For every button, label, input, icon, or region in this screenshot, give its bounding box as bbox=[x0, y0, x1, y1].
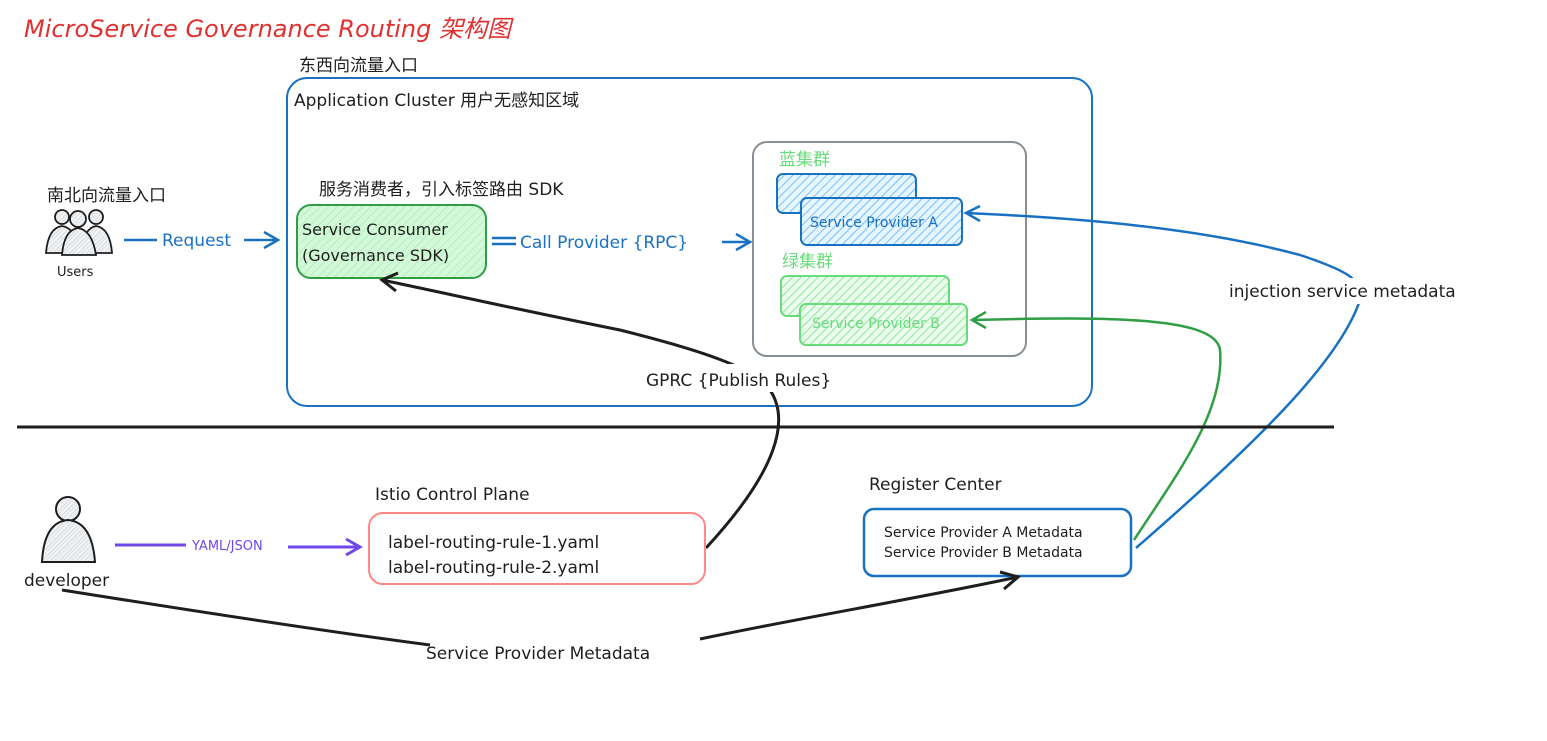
users-icon bbox=[45, 209, 113, 256]
publish-rules-arrow bbox=[381, 278, 781, 550]
provider-metadata-arrow bbox=[61, 575, 1019, 647]
application-cluster-box bbox=[286, 77, 1093, 407]
register-center-box bbox=[862, 507, 1133, 578]
yaml-json-arrow bbox=[115, 537, 364, 557]
injection-label-bg bbox=[1226, 278, 1494, 304]
developer-label: developer bbox=[24, 571, 109, 591]
istio-title: Istio Control Plane bbox=[375, 485, 530, 505]
diagram-title: MicroService Governance Routing 架构图 bbox=[24, 15, 514, 43]
injection-metadata-label: injection service metadata bbox=[1229, 282, 1456, 302]
injection-arrowhead-a bbox=[963, 204, 981, 223]
publish-rules-arrowhead bbox=[379, 271, 399, 293]
publish-rules-label: GPRC {Publish Rules} bbox=[646, 371, 831, 391]
service-consumer-box bbox=[296, 204, 487, 279]
developer-icon bbox=[40, 496, 97, 563]
injection-arrowhead-b bbox=[969, 310, 987, 330]
service-provider-a-box bbox=[800, 197, 963, 246]
consumer-caption: 服务消费者，引入标签路由 SDK bbox=[319, 180, 564, 200]
service-provider-a-label: Service Provider A bbox=[810, 215, 938, 231]
users-label: Users bbox=[57, 265, 94, 280]
provider-metadata-arrowhead bbox=[999, 570, 1022, 591]
call-provider-label: Call Provider {RPC} bbox=[520, 233, 688, 253]
metadata-b-entry: Service Provider B Metadata bbox=[884, 545, 1083, 561]
provider-metadata-label: Service Provider Metadata bbox=[426, 644, 650, 664]
east-west-entry-label: 东西向流量入口 bbox=[299, 56, 418, 76]
request-label: Request bbox=[162, 231, 231, 251]
service-consumer-sdk-label: (Governance SDK) bbox=[302, 246, 449, 265]
blue-cluster-label: 蓝集群 bbox=[779, 150, 830, 170]
north-south-entry-label: 南北向流量入口 bbox=[47, 186, 166, 206]
injection-metadata-arrow-b bbox=[971, 317, 1222, 541]
service-consumer-label: Service Consumer bbox=[302, 220, 448, 239]
istio-rules-box bbox=[368, 512, 706, 585]
publish-rules-label-bg bbox=[642, 364, 872, 392]
yaml-json-label: YAML/JSON bbox=[191, 539, 263, 554]
provider-cluster-box bbox=[752, 141, 1027, 357]
cluster-title: Application Cluster 用户无感知区域 bbox=[294, 91, 579, 111]
green-cluster-label: 绿集群 bbox=[782, 252, 833, 272]
rule-2-file: label-routing-rule-2.yaml bbox=[388, 558, 599, 578]
register-center-title: Register Center bbox=[869, 475, 1002, 495]
service-provider-b-box bbox=[799, 303, 968, 346]
metadata-a-entry: Service Provider A Metadata bbox=[884, 525, 1083, 541]
service-provider-b-label: Service Provider B bbox=[812, 316, 940, 332]
call-provider-arrow bbox=[492, 232, 753, 252]
request-arrow bbox=[124, 230, 281, 250]
rule-1-file: label-routing-rule-1.yaml bbox=[388, 533, 599, 553]
